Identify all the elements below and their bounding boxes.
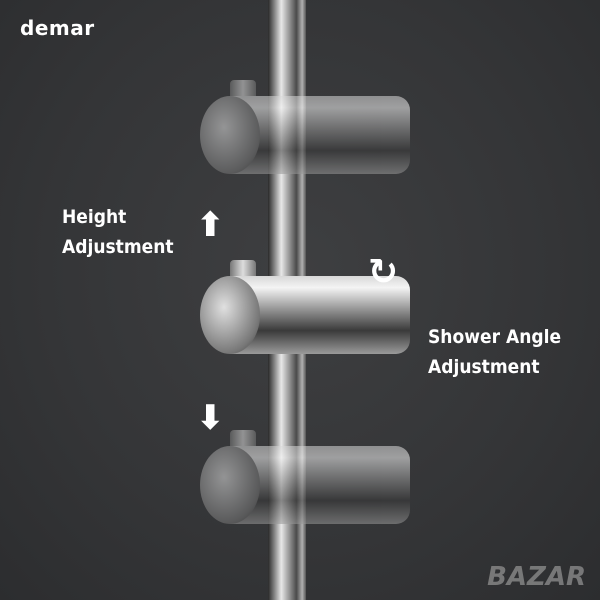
holder-lower-ghost bbox=[200, 430, 420, 524]
label-line: Adjustment bbox=[62, 236, 174, 258]
holder-upper-ghost bbox=[200, 80, 420, 174]
height-adjustment-label: Height Adjustment bbox=[62, 202, 174, 262]
label-line: Height bbox=[62, 206, 127, 228]
arrow-up-icon: ⬆ bbox=[196, 205, 225, 245]
holder-main bbox=[200, 260, 420, 354]
brand-logo: demar bbox=[20, 16, 95, 40]
shower-angle-label: Shower Angle Adjustment bbox=[428, 322, 561, 382]
label-line: Shower Angle bbox=[428, 326, 562, 348]
rotate-arrow-icon: ↻ bbox=[368, 252, 399, 293]
label-line: Adjustment bbox=[428, 356, 540, 378]
watermark-logo: BAZAR bbox=[487, 562, 586, 592]
arrow-down-icon: ⬇ bbox=[196, 398, 225, 438]
